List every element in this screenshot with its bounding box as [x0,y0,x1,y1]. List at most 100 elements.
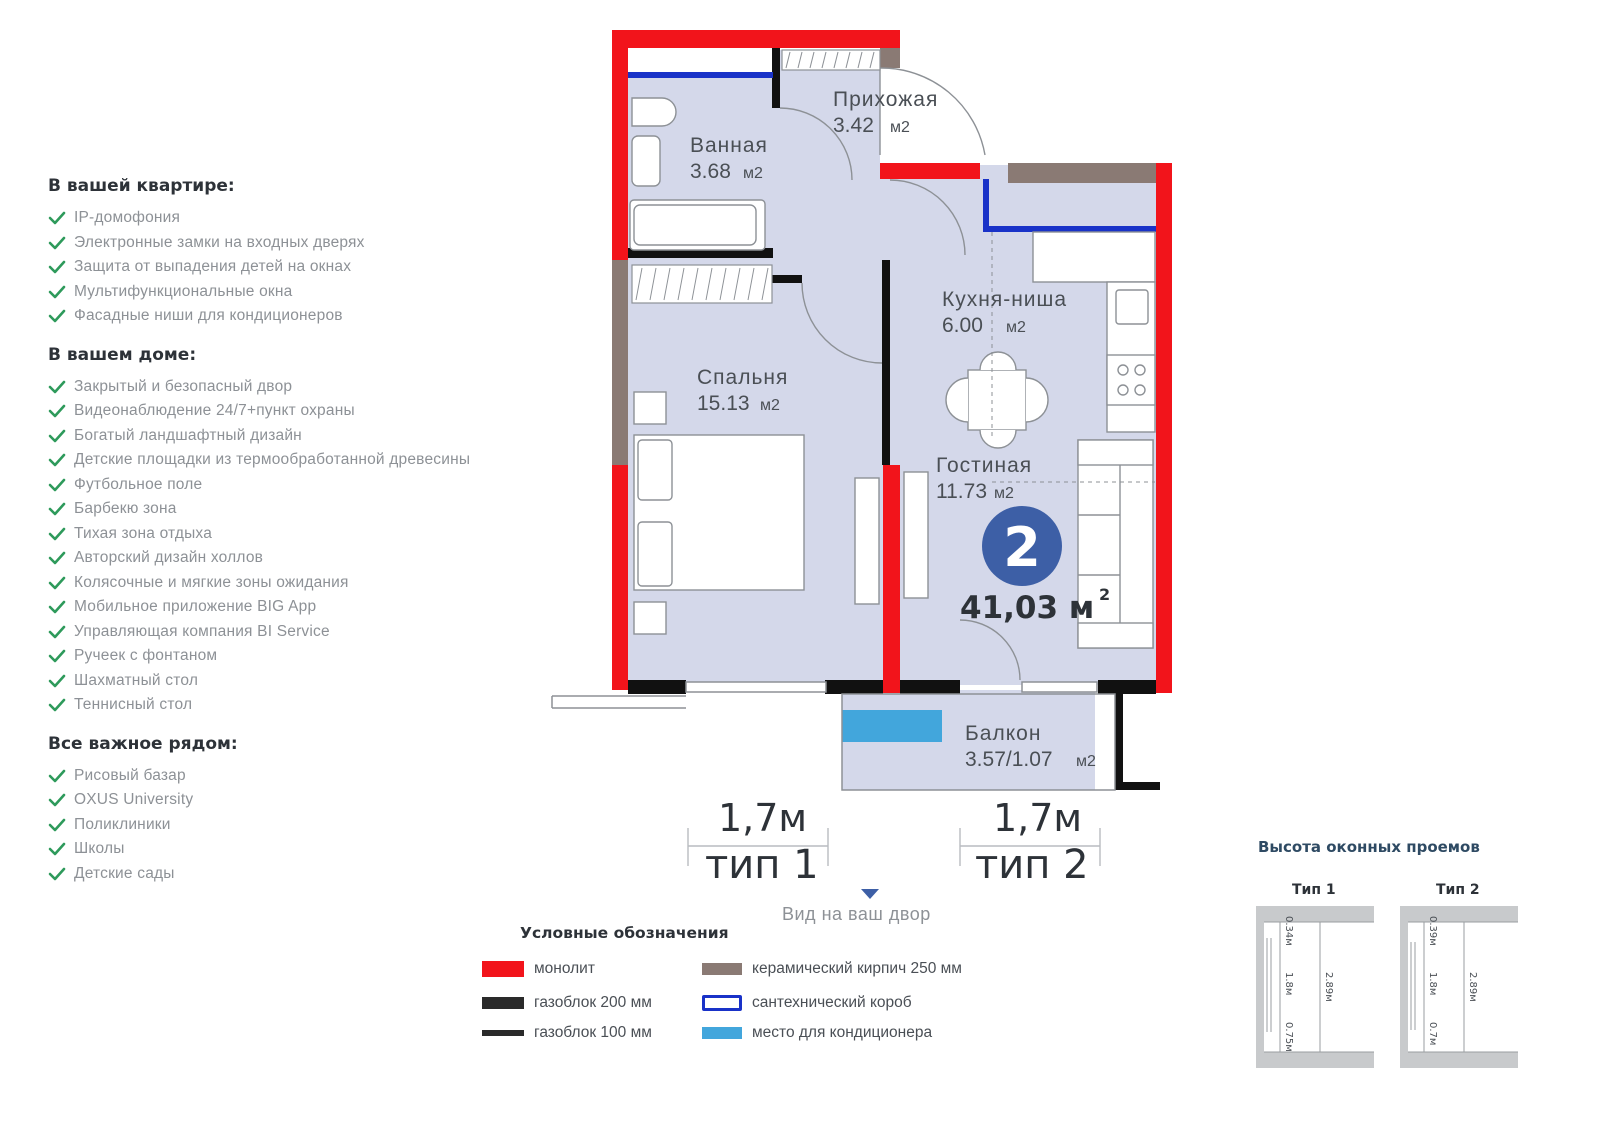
hall-name: Прихожая [833,88,938,111]
wh-type2-top: 0.39м [1427,916,1438,946]
check-icon [48,649,66,663]
feature-item: Защита от выпадения детей на окнах [48,255,568,280]
check-icon [48,867,66,881]
check-icon [48,625,66,639]
gas100-swatch [482,1030,524,1036]
kitchen-furniture [945,231,1156,449]
ac-place [842,710,942,742]
legend: Условные обозначения монолит газоблок 20… [482,924,1048,1064]
window1-type: тип 1 [705,842,819,888]
wh-type1-label: Тип 1 [1292,882,1336,898]
living-unit: м2 [994,485,1014,502]
features-section-title: Все важное рядом: [48,733,238,754]
wh-type2-total: 2.89м [1467,972,1478,1002]
bath-name: Ванная [690,134,768,157]
feature-item-label: Управляющая компания BI Service [74,622,330,640]
legend-title: Условные обозначения [520,924,729,942]
kitchen-name: Кухня-ниша [942,288,1067,311]
total-area: 41,03 м [960,590,1094,626]
rooms-count-badge [982,506,1062,586]
feature-item-label: Ручеек с фонтаном [74,647,218,665]
zone-dividers [991,232,1155,483]
monolith-swatch [482,961,524,977]
feature-item: Видеонаблюдение 24/7+пункт охраны [48,399,568,424]
feature-item: Футбольное поле [48,473,568,498]
feature-item: Теннисный стол [48,693,568,718]
check-icon [48,285,66,299]
bedroom-unit: м2 [760,397,780,414]
feature-item-label: Барбекю зона [74,500,177,518]
check-icon [48,236,66,250]
feature-item-label: Мультифункциональные окна [74,282,293,300]
feature-item: Богатый ландшафтный дизайн [48,424,568,449]
feature-item: Поликлиники [48,813,568,838]
check-icon [48,793,66,807]
check-icon [48,698,66,712]
feature-item: Шахматный стол [48,669,568,694]
feature-item-label: Школы [74,840,125,858]
legend-ac-label: место для кондиционера [752,1024,933,1041]
sofa [1077,439,1154,649]
legend-monolith-label: монолит [534,960,595,977]
bath-unit: м2 [743,165,763,182]
feature-item: Ручеек с фонтаном [48,644,568,669]
check-icon [48,380,66,394]
kitchen-unit: м2 [1006,319,1026,336]
check-icon [48,309,66,323]
feature-item: Рисовый базар [48,764,568,789]
feature-item-label: Фасадные ниши для кондиционеров [74,307,343,325]
feature-item-label: OXUS University [74,791,194,809]
feature-item: Закрытый и безопасный двор [48,375,568,400]
balcony-unit: м2 [1076,753,1096,770]
wh-type1-total: 2.89м [1323,972,1334,1002]
balcony-name: Балкон [965,722,1041,745]
feature-item-label: Детские площадки из термообработанной др… [74,451,471,469]
feature-item-label: Поликлиники [74,815,171,833]
feature-item-label: Тихая зона отдыха [74,524,213,542]
check-icon [48,404,66,418]
feature-item: IP-домофония [48,206,568,231]
feature-item: OXUS University [48,788,568,813]
features-section-title: В вашем доме: [48,344,197,365]
total-area-sup: 2 [1099,585,1110,604]
feature-item: Авторский дизайн холлов [48,546,568,571]
feature-item-label: Колясочные и мягкие зоны ожидания [74,573,349,591]
window2-type: тип 2 [975,842,1089,888]
feature-item: Барбекю зона [48,497,568,522]
feature-item-label: Шахматный стол [74,671,199,689]
check-icon [48,769,66,783]
check-icon [48,842,66,856]
feature-item-label: Рисовый базар [74,766,186,784]
legend-brick: керамический кирпич 250 мм [702,960,962,978]
window-heights-panel: Высота оконных проемов Тип 1 Тип 2 [1250,832,1550,1092]
legend-brick-label: керамический кирпич 250 мм [752,960,962,977]
check-icon [48,527,66,541]
feature-item: Управляющая компания BI Service [48,620,568,645]
gas200-swatch [482,997,524,1009]
check-icon [48,818,66,832]
wh-type2-bottom: 0.7м [1427,1022,1438,1045]
legend-gas200-label: газоблок 200 мм [534,994,652,1011]
feature-item: Мультифункциональные окна [48,280,568,305]
legend-duct: сантехнический короб [702,994,912,1012]
bed [633,391,929,635]
door-swings [779,67,1021,681]
living-name: Гостиная [936,454,1032,477]
hall-area: 3.42 [833,114,874,137]
feature-item: Мобильное приложение BIG App [48,595,568,620]
legend-gas100-label: газоблок 100 мм [534,1024,652,1041]
balcony-area: 3.57/1.07 [965,748,1053,771]
window-heights-title: Высота оконных проемов [1258,838,1480,856]
view-arrow-icon [861,889,879,899]
feature-item-label: Защита от выпадения детей на окнах [74,258,352,276]
feature-item-label: Закрытый и безопасный двор [74,377,293,395]
bedroom-name: Спальня [697,366,788,389]
feature-item: Детские площадки из термообработанной др… [48,448,568,473]
brick-walls [612,48,1156,465]
legend-ac: место для кондиционера [702,1024,932,1042]
feature-item-label: Детские сады [74,864,175,882]
